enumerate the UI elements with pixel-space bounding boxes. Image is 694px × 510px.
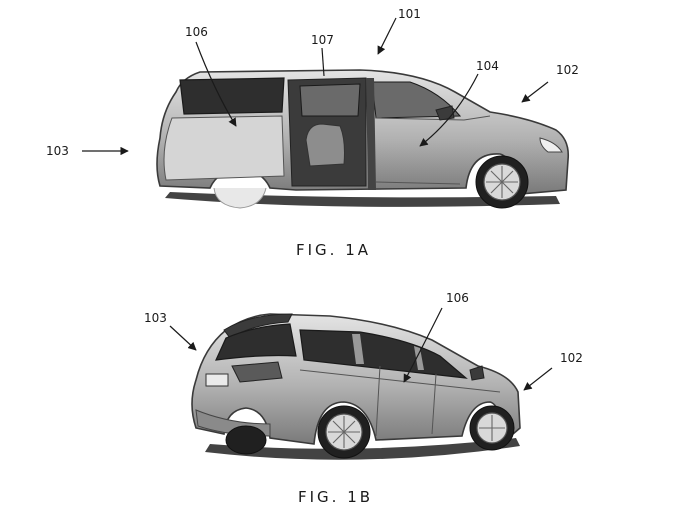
side-mirror bbox=[435, 105, 455, 121]
rear-glass-1b bbox=[215, 323, 297, 361]
figure-1b: 103 106 102 FIG. 1B bbox=[144, 291, 583, 506]
side-mirror-1b bbox=[469, 365, 485, 381]
rear-wheel bbox=[213, 187, 267, 209]
ref-101: 101 bbox=[398, 7, 421, 21]
ref-104: 104 bbox=[476, 59, 499, 73]
ref-106-1b: 106 bbox=[446, 291, 469, 305]
caption-fig-1a: FIG. 1A bbox=[296, 241, 371, 259]
caption-fig-1b: FIG. 1B bbox=[298, 488, 373, 506]
figure-1a: 101 106 107 104 102 103 FIG. 1A bbox=[46, 7, 579, 259]
door-opening-window bbox=[299, 83, 361, 117]
rear-window bbox=[179, 77, 285, 115]
ref-103-1b: 103 bbox=[144, 311, 167, 325]
minivan-rear-three-quarter-view bbox=[191, 313, 521, 460]
ref-102-1b: 102 bbox=[560, 351, 583, 365]
minivan-side-view-doors-open bbox=[156, 69, 570, 209]
side-windows-1b bbox=[299, 329, 468, 379]
ground-shadow bbox=[165, 192, 560, 207]
ref-107: 107 bbox=[311, 33, 334, 47]
far-rear-wheel-1b bbox=[225, 425, 267, 455]
ref-102-1a: 102 bbox=[556, 63, 579, 77]
ref-103-1a: 103 bbox=[46, 144, 69, 158]
ref-106-1a: 106 bbox=[185, 25, 208, 39]
